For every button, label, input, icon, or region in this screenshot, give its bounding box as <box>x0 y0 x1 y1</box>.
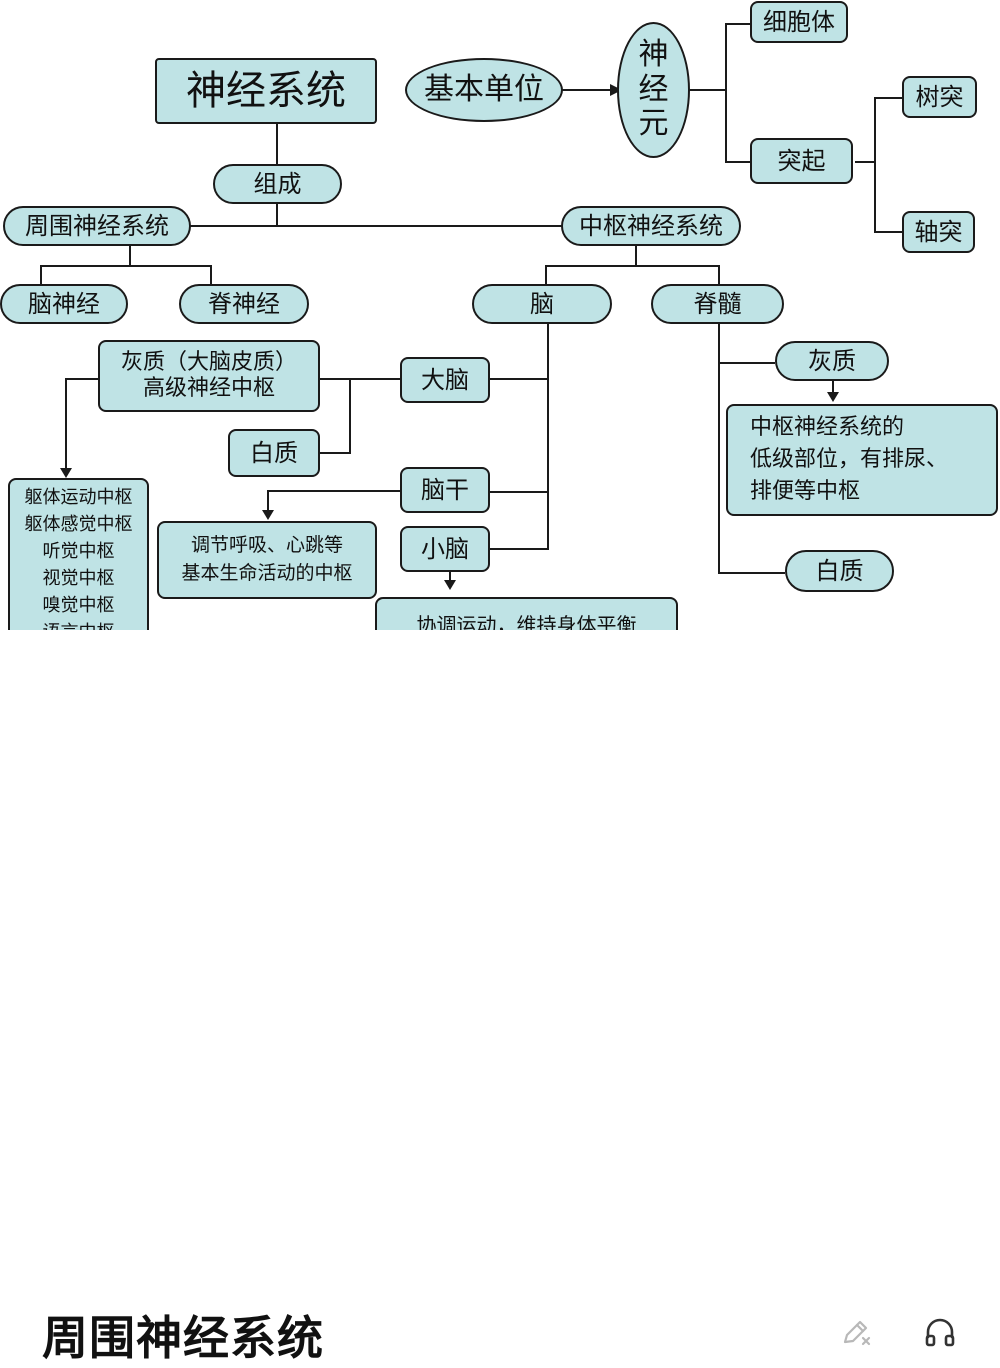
node-cerebral-gray-matter: 灰质（大脑皮质） 高级神经中枢 <box>98 340 320 412</box>
nervous-system-diagram: 神经系统 基本单位 神 经 元 细胞体 突起 树突 轴突 组成 周围神经系统 中… <box>0 0 1000 630</box>
node-cerebrum: 大脑 <box>400 357 490 403</box>
connector <box>560 89 616 91</box>
node-axon: 轴突 <box>902 211 975 253</box>
node-cell-body: 细胞体 <box>750 1 848 43</box>
connector <box>718 362 775 364</box>
connector <box>65 378 67 470</box>
connector <box>545 265 720 267</box>
connector <box>40 265 212 267</box>
connector <box>320 452 351 454</box>
connector <box>490 548 548 550</box>
connector <box>276 124 278 164</box>
node-brain-white-matter: 白质 <box>228 429 320 477</box>
node-brainstem: 脑干 <box>400 467 490 513</box>
node-brain: 脑 <box>472 284 612 324</box>
connector <box>490 378 548 380</box>
node-cord-gray-function: 中枢神经系统的 低级部位，有排尿、 排便等中枢 <box>726 404 998 516</box>
connector <box>725 161 751 163</box>
connector <box>40 265 42 285</box>
node-spinal-nerves: 脊神经 <box>179 284 309 324</box>
connector <box>718 572 785 574</box>
connector <box>874 97 902 99</box>
connector <box>718 265 720 285</box>
footer-bar: 周围神经系统 <box>0 630 1000 1365</box>
node-spinal-cord: 脊髓 <box>651 284 784 324</box>
node-dendrite: 树突 <box>902 76 977 118</box>
connector <box>725 23 727 163</box>
node-cerebellum-function: 协调运动，维持身体平衡 <box>375 597 678 630</box>
node-cord-white-matter: 白质 <box>785 550 894 592</box>
node-basic-unit: 基本单位 <box>405 58 563 122</box>
connector <box>190 225 562 227</box>
connector <box>688 89 726 91</box>
node-cerebellum: 小脑 <box>400 526 490 572</box>
connector <box>129 245 131 266</box>
connector <box>65 378 99 380</box>
node-neuron: 神 经 元 <box>617 22 690 158</box>
connector <box>718 322 720 574</box>
connector <box>855 161 875 163</box>
node-composition: 组成 <box>213 164 342 204</box>
page-title: 周围神经系统 <box>42 1311 324 1365</box>
connector <box>874 231 902 233</box>
connector <box>725 23 751 25</box>
connector <box>267 490 401 492</box>
connector <box>320 378 401 380</box>
connector <box>490 491 548 493</box>
node-process: 突起 <box>750 138 853 184</box>
node-pns: 周围神经系统 <box>3 206 191 246</box>
arrow-icon <box>262 510 274 520</box>
connector <box>267 490 269 512</box>
edit-off-icon[interactable] <box>836 1313 876 1353</box>
node-cord-gray-matter: 灰质 <box>775 341 889 381</box>
headphones-icon[interactable] <box>920 1313 960 1353</box>
node-cns: 中枢神经系统 <box>561 206 741 246</box>
arrow-icon <box>827 392 839 402</box>
node-nervous-system: 神经系统 <box>155 58 377 124</box>
connector <box>349 378 351 454</box>
connector <box>635 245 637 266</box>
connector <box>874 97 876 233</box>
connector <box>449 570 451 582</box>
connector <box>832 380 834 394</box>
node-brainstem-function: 调节呼吸、心跳等 基本生命活动的中枢 <box>157 521 377 599</box>
connector <box>547 322 549 550</box>
arrow-icon <box>60 468 72 478</box>
connector <box>545 265 547 285</box>
node-cranial-nerves: 脑神经 <box>0 284 128 324</box>
connector <box>276 204 278 226</box>
arrow-icon <box>444 580 456 590</box>
node-cortex-centers: 躯体运动中枢 躯体感觉中枢 听觉中枢 视觉中枢 嗅觉中枢 语言中枢 <box>8 478 149 630</box>
connector <box>210 265 212 285</box>
